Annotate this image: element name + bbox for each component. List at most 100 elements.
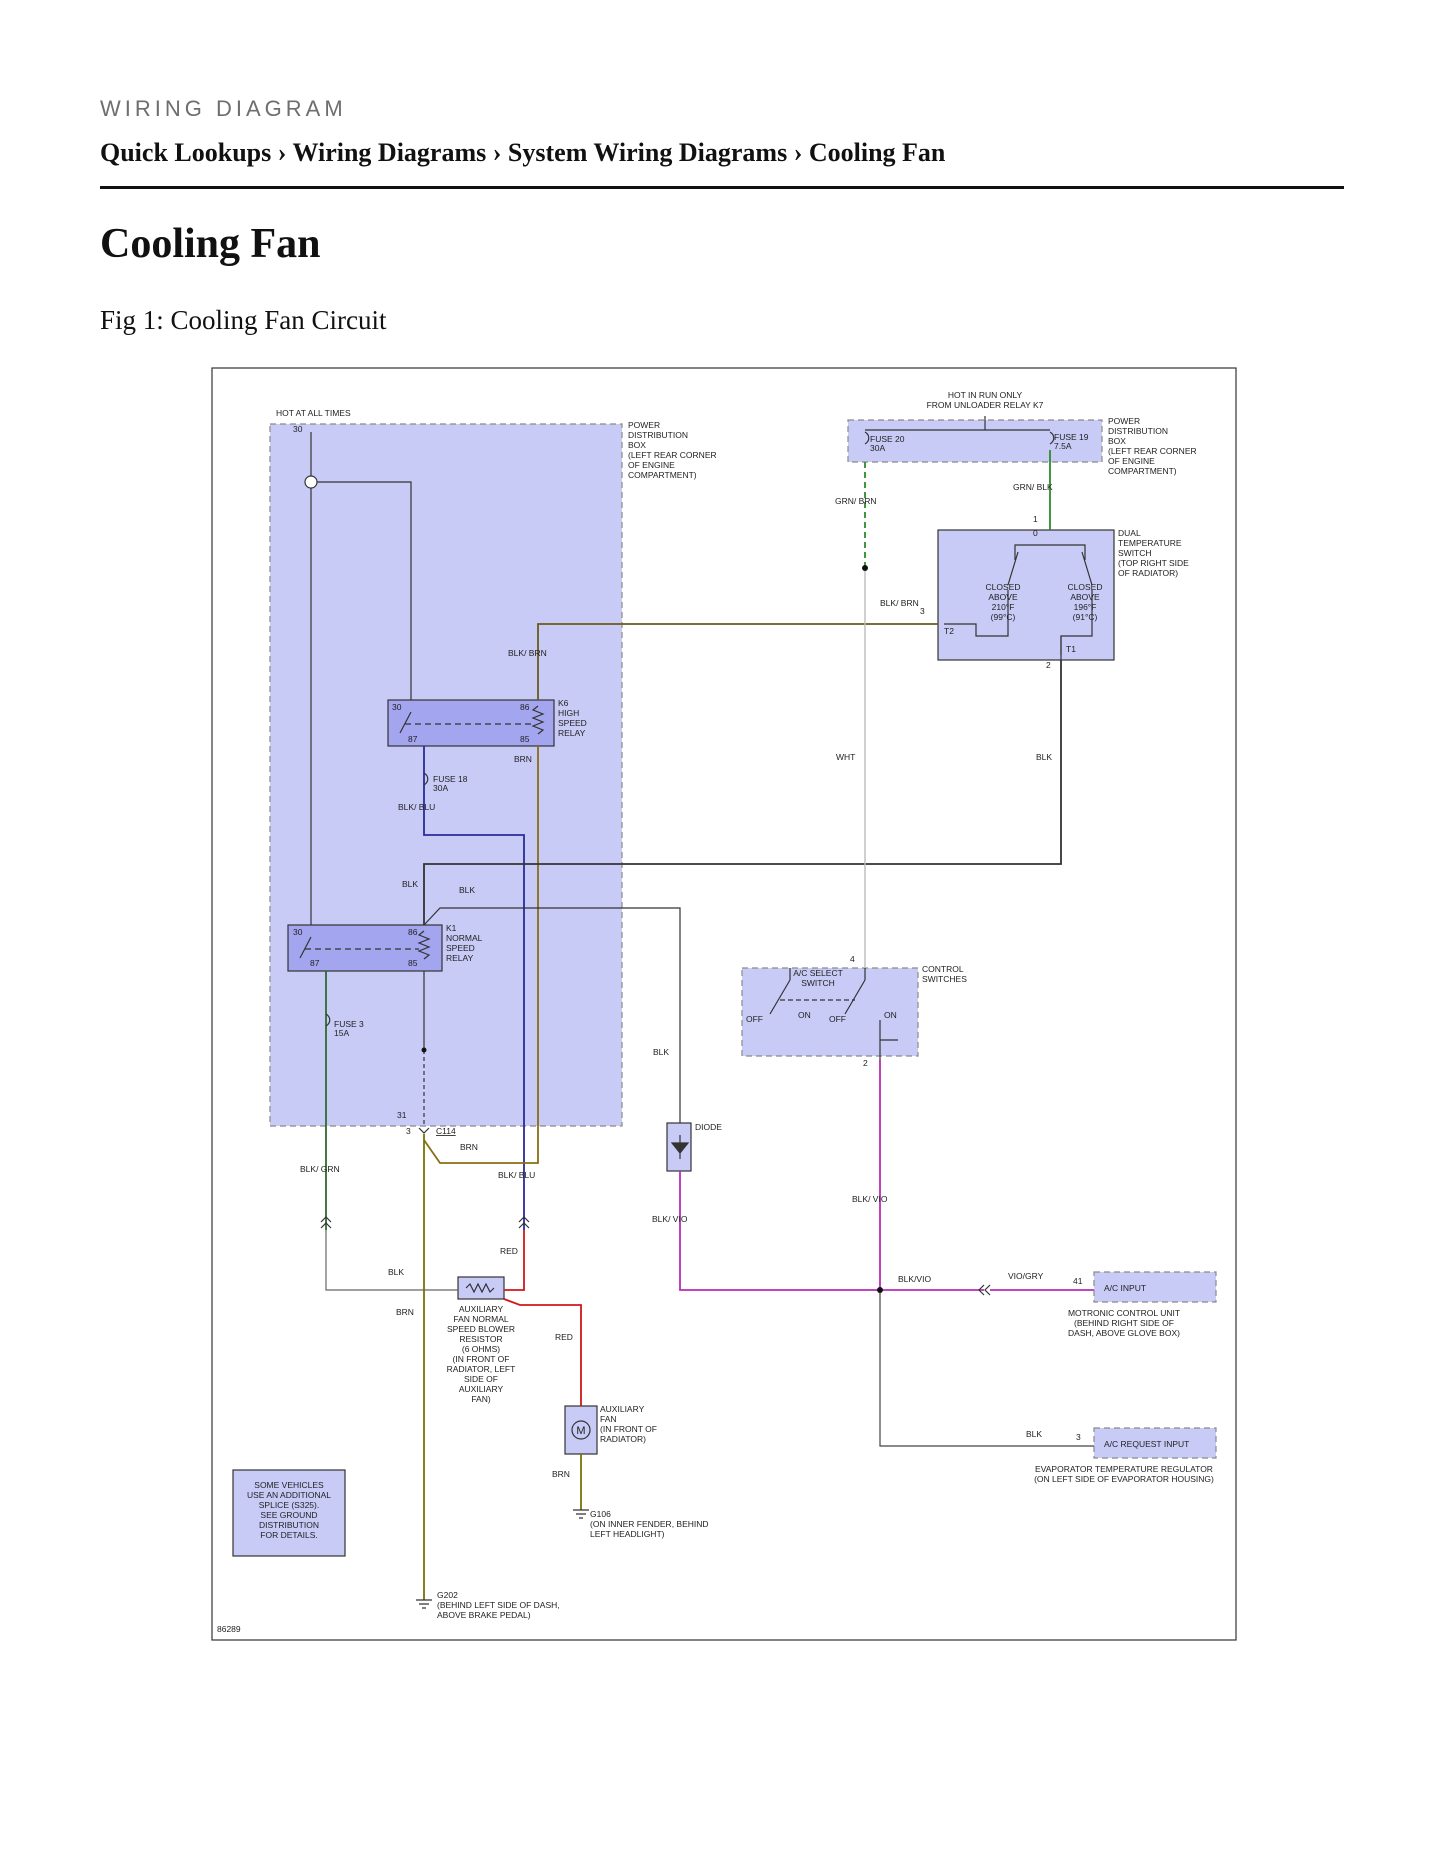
pdb-left-label: POWER DISTRIBUTION BOX (LEFT REAR CORNER… xyxy=(628,420,717,480)
k1-pin-87: 87 xyxy=(310,958,320,968)
temp-switch-t2-label: T2 xyxy=(944,626,954,636)
hot-in-run-label-1: HOT IN RUN ONLY xyxy=(948,390,1023,400)
pdb-right-label: POWER DISTRIBUTION BOX (LEFT REAR CORNER… xyxy=(1108,416,1197,476)
svg-text:(91°C): (91°C) xyxy=(1073,612,1098,622)
svg-text:FAN NORMAL: FAN NORMAL xyxy=(453,1314,509,1324)
svg-text:FOR DETAILS.: FOR DETAILS. xyxy=(260,1530,317,1540)
svg-text:DISTRIBUTION: DISTRIBUTION xyxy=(1108,426,1168,436)
breadcrumb-item-wiring-diagrams[interactable]: Wiring Diagrams xyxy=(292,138,487,167)
wire-red-2 xyxy=(503,1298,582,1406)
svg-text:G202: G202 xyxy=(437,1590,458,1600)
svg-text:HIGH: HIGH xyxy=(558,708,579,718)
svg-text:SPEED BLOWER: SPEED BLOWER xyxy=(447,1324,515,1334)
control-switch-output xyxy=(789,968,898,1060)
section-label: WIRING DIAGRAM xyxy=(100,96,347,121)
svg-text:FUSE 20: FUSE 20 xyxy=(870,434,905,444)
connector-blk-grn-chevron xyxy=(320,1216,332,1229)
header-divider xyxy=(100,186,1344,189)
svg-text:AUXILIARY: AUXILIARY xyxy=(459,1384,504,1394)
svg-text:(6 OHMS): (6 OHMS) xyxy=(462,1344,500,1354)
k1-normal-speed-relay xyxy=(287,924,443,972)
svg-text:(TOP RIGHT SIDE: (TOP RIGHT SIDE xyxy=(1118,558,1189,568)
splice-note-box xyxy=(232,1469,346,1557)
svg-text:(ON LEFT SIDE OF EVAPORATOR HO: (ON LEFT SIDE OF EVAPORATOR HOUSING) xyxy=(1034,1474,1214,1484)
ac-select-switch-label: A/C SELECT SWITCH xyxy=(793,968,843,988)
power-distribution-box-right xyxy=(847,419,1103,463)
pin-31: 31 xyxy=(397,1110,407,1120)
label-brn-c114: BRN xyxy=(460,1142,478,1152)
svg-text:RELAY: RELAY xyxy=(558,728,586,738)
power-distribution-box-left xyxy=(269,423,623,1127)
label-blk-k1-right: BLK xyxy=(459,885,475,895)
ac-request-input-box xyxy=(1093,1427,1217,1459)
svg-text:ABOVE: ABOVE xyxy=(988,592,1018,602)
svg-text:G106: G106 xyxy=(590,1509,611,1519)
figure-caption: Fig 1: Cooling Fan Circuit xyxy=(100,305,387,335)
svg-text:196°F: 196°F xyxy=(1074,602,1097,612)
temp-switch-t2 xyxy=(944,590,1009,637)
wire-brn-k6 xyxy=(423,746,539,1164)
svg-text:(99°C): (99°C) xyxy=(991,612,1016,622)
wire-red-1 xyxy=(504,1230,525,1291)
connector-c114-chevron xyxy=(418,1127,430,1134)
label-blk-vio-switch: BLK/ VIO xyxy=(852,1194,888,1204)
k6-coil xyxy=(531,705,545,735)
connector-vio-gry-chevron xyxy=(978,1284,991,1296)
ac-input-label: A/C INPUT xyxy=(1104,1283,1146,1293)
svg-text:OF ENGINE: OF ENGINE xyxy=(628,460,675,470)
breadcrumb-item-quick-lookups[interactable]: Quick Lookups xyxy=(100,138,272,167)
wire-blk-t1 xyxy=(423,660,1062,925)
temp-switch-pin-1: 1 xyxy=(1033,514,1038,524)
motor-label: AUXILIARY FAN (IN FRONT OF RADIATOR) xyxy=(600,1404,657,1444)
wire-blk-diode xyxy=(423,907,681,1123)
g106-ground-symbol xyxy=(573,1509,589,1519)
breadcrumb-item-cooling-fan[interactable]: Cooling Fan xyxy=(808,138,946,167)
label-wht: WHT xyxy=(836,752,855,762)
switch-off-2: OFF xyxy=(829,1014,846,1024)
motor-symbol-label: M xyxy=(576,1425,585,1437)
svg-text:RESISTOR: RESISTOR xyxy=(459,1334,502,1344)
label-brn-g106: BRN xyxy=(552,1469,570,1479)
svg-text:SWITCH: SWITCH xyxy=(801,978,835,988)
fuse-3-symbol xyxy=(325,1013,331,1027)
control-switch-pin-4: 4 xyxy=(850,954,855,964)
svg-text:SEE GROUND: SEE GROUND xyxy=(260,1510,317,1520)
svg-text:7.5A: 7.5A xyxy=(1054,441,1072,451)
control-switches-label: CONTROL SWITCHES xyxy=(922,964,967,984)
fuse-3-label: FUSE 3 15A xyxy=(334,1019,364,1038)
k1-coil xyxy=(417,930,431,960)
svg-text:SPEED: SPEED xyxy=(558,718,587,728)
svg-text:SPLICE (S325).: SPLICE (S325). xyxy=(259,1500,319,1510)
switch-off-1: OFF xyxy=(746,1014,763,1024)
svg-text:RADIATOR, LEFT: RADIATOR, LEFT xyxy=(447,1364,516,1374)
temp-switch-pin-2: 2 xyxy=(1046,660,1051,670)
fuse-18-symbol xyxy=(423,772,429,786)
resistor-zigzag xyxy=(465,1282,495,1294)
page-title: Cooling Fan xyxy=(100,221,321,267)
svg-text:SPEED: SPEED xyxy=(446,943,475,953)
ac-request-pin-3: 3 xyxy=(1076,1432,1081,1442)
svg-text:FAN): FAN) xyxy=(471,1394,491,1404)
diode xyxy=(666,1122,692,1172)
pin-3-c114: 3 xyxy=(406,1126,411,1136)
svg-text:POWER: POWER xyxy=(1108,416,1140,426)
svg-text:30A: 30A xyxy=(433,783,448,793)
k1-pin-30: 30 xyxy=(293,927,303,937)
wire-k6-30-feed xyxy=(311,481,412,700)
k6-switch-arm xyxy=(399,711,412,734)
wire-blk-blu xyxy=(423,746,525,1230)
label-blk-diode: BLK xyxy=(653,1047,669,1057)
svg-text:LEFT HEADLIGHT): LEFT HEADLIGHT) xyxy=(590,1529,665,1539)
k1-pin-86: 86 xyxy=(408,927,418,937)
breadcrumb-item-system-wiring-diagrams[interactable]: System Wiring Diagrams xyxy=(507,138,788,167)
fuse-19-symbol xyxy=(1049,431,1055,445)
label-blk-vio-diode: BLK/ VIO xyxy=(652,1214,688,1224)
closed-above-210-label: CLOSED ABOVE 210°F (99°C) xyxy=(986,582,1021,622)
svg-text:CLOSED: CLOSED xyxy=(986,582,1021,592)
switch-on-2: ON xyxy=(884,1010,897,1020)
svg-text:CONTROL: CONTROL xyxy=(922,964,964,974)
svg-text:(IN FRONT OF: (IN FRONT OF xyxy=(600,1424,657,1434)
g106-label: G106 (ON INNER FENDER, BEHIND LEFT HEADL… xyxy=(590,1509,709,1539)
motronic-label: MOTRONIC CONTROL UNIT (BEHIND RIGHT SIDE… xyxy=(1068,1308,1180,1338)
breadcrumb-separator: › xyxy=(492,138,502,167)
